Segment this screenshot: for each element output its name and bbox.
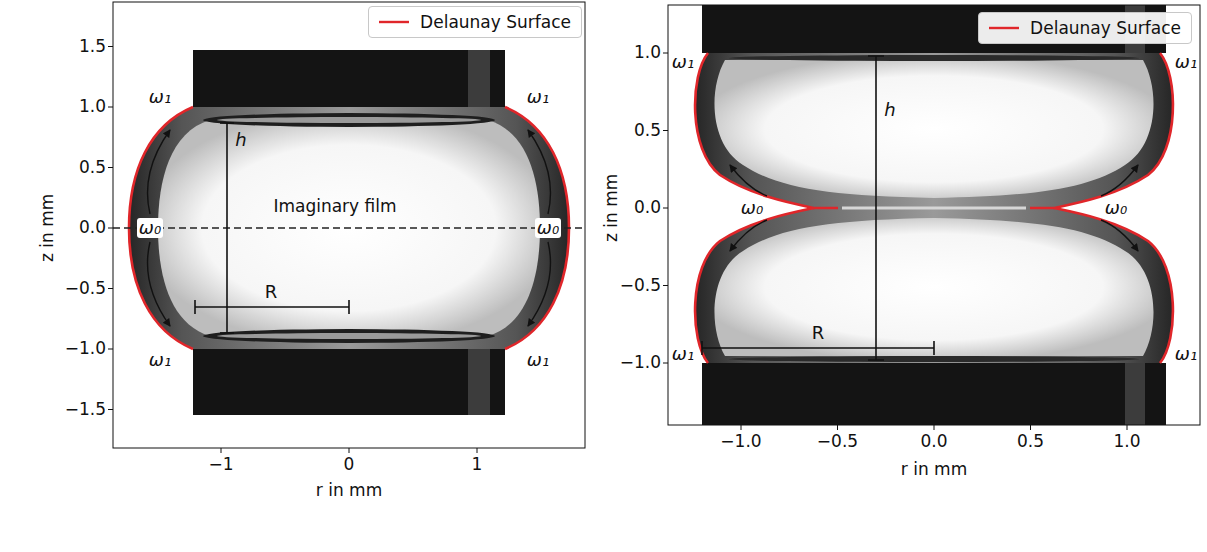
legend-text: Delaunay Surface bbox=[420, 12, 571, 32]
tick-label: 1.0 bbox=[79, 97, 106, 117]
axis-title: r in mm bbox=[901, 460, 967, 480]
liquid-lobe bbox=[695, 208, 1173, 363]
tick-label: −0.5 bbox=[817, 432, 858, 452]
tick-label: −1 bbox=[208, 455, 233, 475]
axes-frame bbox=[113, 2, 585, 448]
upper-rod bbox=[193, 50, 505, 107]
h-dimension bbox=[868, 56, 884, 360]
right-panel bbox=[663, 5, 1200, 430]
tick-marks bbox=[108, 47, 477, 454]
h-dimension bbox=[220, 123, 234, 333]
angle-symbol: ω₀ bbox=[137, 218, 163, 239]
tick-label: −1.0 bbox=[65, 339, 106, 359]
angle-symbol: ω₁ bbox=[1175, 52, 1197, 73]
tick-label: 0 bbox=[344, 455, 355, 475]
angle-symbol: ω₀ bbox=[535, 218, 561, 239]
legend-line-sample bbox=[987, 21, 1021, 35]
axis-title: z in mm bbox=[38, 194, 58, 262]
angle-symbol: ω₁ bbox=[149, 350, 171, 371]
tick-label: 0.5 bbox=[1017, 432, 1044, 452]
legend-box: Delaunay Surface bbox=[978, 12, 1192, 44]
tick-label: 1.0 bbox=[634, 43, 661, 63]
axes-frame bbox=[668, 5, 1200, 425]
axis-title: r in mm bbox=[316, 481, 382, 501]
tick-marks bbox=[663, 53, 1127, 430]
tick-label: 0.0 bbox=[920, 432, 947, 452]
tick-label: 1.5 bbox=[79, 37, 106, 57]
dimension-label: h bbox=[884, 100, 895, 121]
angle-symbol: ω₁ bbox=[149, 87, 171, 108]
angle-symbol: ω₁ bbox=[672, 344, 694, 365]
angle-symbol: ω₁ bbox=[527, 87, 549, 108]
angle-symbol: ω₀ bbox=[1105, 198, 1127, 219]
lower-rod bbox=[702, 363, 1166, 425]
annotation: Imaginary film bbox=[273, 197, 396, 217]
angle-arrow bbox=[148, 130, 551, 326]
tick-label: −1.0 bbox=[720, 432, 761, 452]
angle-symbol: ω₁ bbox=[1175, 344, 1197, 365]
lower-rod bbox=[193, 349, 505, 415]
dimension-label: R bbox=[265, 282, 278, 303]
tick-label: −1.0 bbox=[620, 353, 661, 373]
angle-arrow bbox=[730, 165, 1138, 251]
tick-label: 0.5 bbox=[79, 158, 106, 178]
left-panel bbox=[108, 2, 585, 453]
r-dimension bbox=[702, 341, 934, 355]
angle-symbol: ω₁ bbox=[672, 52, 694, 73]
tick-label: 0.0 bbox=[634, 198, 661, 218]
tick-label: −1.5 bbox=[65, 400, 106, 420]
axis-title: z in mm bbox=[602, 174, 622, 242]
angle-symbol: ω₁ bbox=[527, 350, 549, 371]
tick-label: −0.5 bbox=[65, 279, 106, 299]
legend-line-sample bbox=[377, 15, 411, 29]
angle-symbol: ω₀ bbox=[741, 198, 763, 219]
delaunay-curve bbox=[695, 53, 1173, 363]
film-line bbox=[113, 227, 585, 228]
dimension-label: R bbox=[812, 323, 825, 344]
legend-text: Delaunay Surface bbox=[1030, 18, 1181, 38]
r-dimension bbox=[195, 300, 349, 314]
tick-label: 1 bbox=[472, 455, 483, 475]
dimension-label: h bbox=[235, 130, 246, 151]
liquid-lobe bbox=[695, 53, 1173, 208]
tick-label: −0.5 bbox=[620, 276, 661, 296]
tick-label: 0.5 bbox=[634, 121, 661, 141]
tick-label: 1.0 bbox=[1113, 432, 1140, 452]
legend-box: Delaunay Surface bbox=[368, 6, 582, 38]
tick-label: 0.0 bbox=[79, 218, 106, 238]
